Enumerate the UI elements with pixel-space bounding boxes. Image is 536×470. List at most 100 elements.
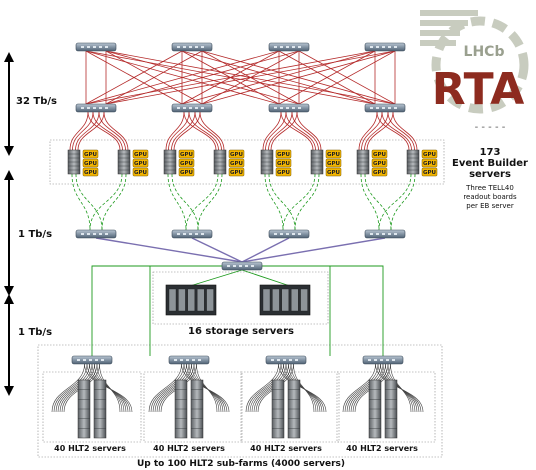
eb-note-line1: Three TELL40 xyxy=(465,184,514,192)
eb-link xyxy=(265,111,287,151)
switch-port xyxy=(394,233,397,235)
hlt2-rack-8 xyxy=(384,379,398,439)
switch-port xyxy=(93,107,96,109)
eb-aggregation-switch-1 xyxy=(75,229,117,239)
switch-port xyxy=(274,107,277,109)
gpu-16: GPU xyxy=(325,149,342,159)
eb-link xyxy=(270,111,298,151)
switch-port xyxy=(105,233,108,235)
switch-port xyxy=(370,46,373,48)
gpu-label: GPU xyxy=(373,170,386,176)
core-link xyxy=(85,50,376,105)
gpu-19: GPU xyxy=(371,149,388,159)
switch-port xyxy=(382,233,385,235)
switch-port xyxy=(382,46,385,48)
core-link xyxy=(85,50,183,105)
switch-port xyxy=(180,359,183,361)
gpu-body xyxy=(228,149,245,159)
storage-drive xyxy=(196,288,205,312)
eb-link xyxy=(376,111,410,151)
eb-link xyxy=(168,111,190,151)
gpu-label: GPU xyxy=(277,152,290,158)
eb-link xyxy=(103,111,129,151)
eb-link xyxy=(296,111,322,151)
bandwidth-mid-label: 1 Tb/s xyxy=(18,229,52,240)
gpu-label: GPU xyxy=(423,170,436,176)
switch-port xyxy=(192,359,195,361)
arrow-middle xyxy=(4,170,14,296)
eb-link xyxy=(364,111,389,151)
eb-link xyxy=(387,111,415,151)
eb-link xyxy=(358,111,378,151)
gpu-3: GPU xyxy=(82,167,99,177)
bandwidth-top-label: 32 Tb/s xyxy=(16,96,57,107)
hlt2-rack-5 xyxy=(271,379,285,439)
gpu-10: GPU xyxy=(228,149,245,159)
farm-cable xyxy=(196,363,218,413)
switch-port xyxy=(292,107,295,109)
farm-cable xyxy=(148,363,182,413)
spine-switch-3 xyxy=(268,103,310,113)
eb-aggregation-switch-3 xyxy=(268,229,310,239)
eb-link xyxy=(392,111,418,151)
farm-cable xyxy=(390,363,412,413)
storage-drive xyxy=(187,288,196,312)
gpu-label: GPU xyxy=(373,152,386,158)
eb-uplink xyxy=(89,173,123,231)
farm-label-2: 40 HLT2 servers xyxy=(153,444,225,453)
core-link xyxy=(201,50,396,105)
farm-label-4: 40 HLT2 servers xyxy=(346,444,418,453)
switch-port xyxy=(201,46,204,48)
gpu-8: GPU xyxy=(178,158,195,168)
core-link xyxy=(105,50,300,105)
switch-port xyxy=(298,46,301,48)
switch-port xyxy=(93,46,96,48)
farm-cable xyxy=(59,363,95,413)
eb-server-4 xyxy=(213,149,227,175)
eb-uplink xyxy=(360,173,380,231)
switch-port xyxy=(280,107,283,109)
switch-port xyxy=(368,359,371,361)
eb-uplink xyxy=(364,173,392,231)
switch-port xyxy=(274,233,277,235)
farm-uplink xyxy=(149,265,237,356)
switch-port xyxy=(189,233,192,235)
eb-uplink xyxy=(171,173,199,231)
farm-cable xyxy=(348,363,384,413)
switch-port xyxy=(386,359,389,361)
network-links xyxy=(51,50,424,413)
storage-label: 16 storage servers xyxy=(188,326,294,337)
farm-cable xyxy=(53,363,88,413)
gpu-label: GPU xyxy=(84,170,97,176)
eb-uplink xyxy=(75,173,103,231)
core-switch-3 xyxy=(268,42,310,52)
switch-port xyxy=(195,46,198,48)
farm-cable xyxy=(346,363,381,413)
gpu-18: GPU xyxy=(325,167,342,177)
switch-port xyxy=(189,107,192,109)
switch-port xyxy=(245,265,248,267)
switch-port xyxy=(87,46,90,48)
rta-logo: LHCb RTA - - - - - xyxy=(420,10,529,133)
gpu-label: GPU xyxy=(230,161,243,167)
network-nodes: GPUGPUGPUGPUGPUGPUGPUGPUGPUGPUGPUGPUGPUG… xyxy=(67,42,438,439)
switch-port xyxy=(101,359,104,361)
eb-uplink xyxy=(378,173,412,231)
gpu-22: GPU xyxy=(421,149,438,159)
farm-label-1: 40 HLT2 servers xyxy=(54,444,126,453)
storage-link xyxy=(189,269,243,287)
hlt2-farms-box xyxy=(37,344,443,458)
storage-array-1 xyxy=(165,284,217,316)
farm-cable xyxy=(57,363,93,413)
hlt2-rack-4 xyxy=(190,379,204,439)
switch-port xyxy=(286,46,289,48)
storage-drive xyxy=(206,288,214,312)
farm-cable xyxy=(293,363,315,413)
gpu-label: GPU xyxy=(134,152,147,158)
subfarm-box-1 xyxy=(42,371,142,443)
switch-port xyxy=(183,107,186,109)
eb-link xyxy=(87,111,121,151)
logo-top-text: LHCb xyxy=(464,44,505,60)
switch-port xyxy=(81,46,84,48)
